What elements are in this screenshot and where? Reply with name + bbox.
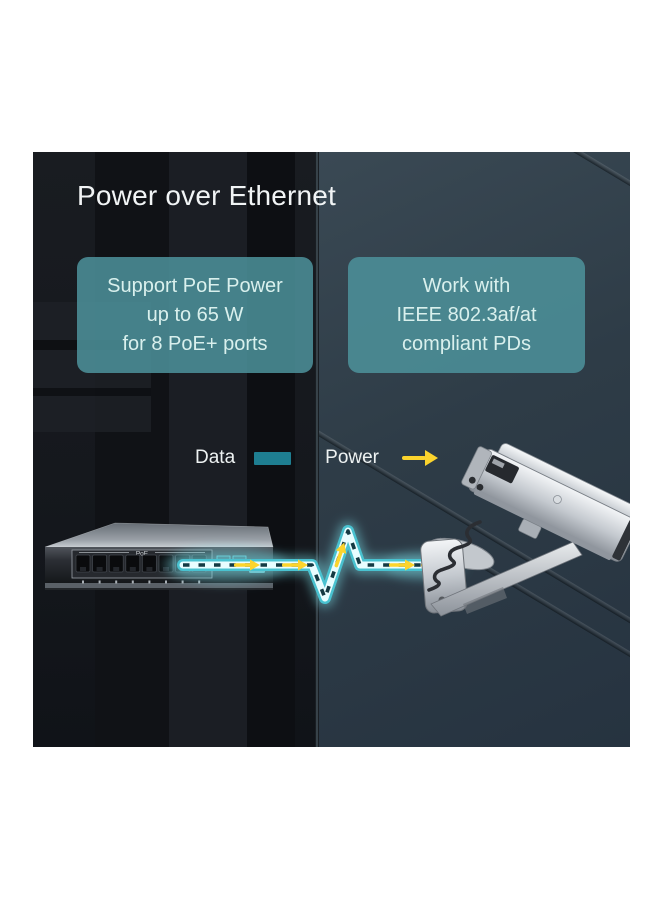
facade-panel [169,152,247,747]
photo-background: Power over Ethernet Support PoE Power up… [33,152,630,747]
legend-data-label: Data [195,447,236,468]
feature-line: compliant PDs [402,332,531,355]
facade-panel [247,152,295,747]
facade-panel [95,152,169,747]
data-cable-swatch [254,451,292,465]
feature-card-poe-power: Support PoE Power up to 65 W for 8 PoE+ … [77,257,313,373]
rj45-port [108,554,124,573]
power-arrow-icon [402,450,438,466]
page-title: Power over Ethernet [77,180,337,211]
feature-line: IEEE 802.3af/at [396,303,537,326]
rj45-port [125,554,141,573]
legend-power-label: Power [325,447,379,468]
legend: Data Power [195,447,438,469]
feature-line: Work with [422,274,511,297]
feature-line: up to 65 W [146,303,244,326]
building-facade-right [319,152,630,747]
rj45-port [92,554,107,573]
feature-card-compatibility: Work with IEEE 802.3af/at compliant PDs [348,257,585,373]
feature-line: for 8 PoE+ ports [122,332,268,355]
camera-pigtail-cable [427,520,482,592]
poe-connection-diagram: PoE [44,443,630,617]
building-corner-seam [315,152,319,747]
security-camera-illustration [420,443,630,617]
rj45-port [142,554,157,573]
switch-poe-label: PoE [136,551,149,558]
rj45-port [75,554,91,573]
feature-line: Support PoE Power [107,274,283,297]
